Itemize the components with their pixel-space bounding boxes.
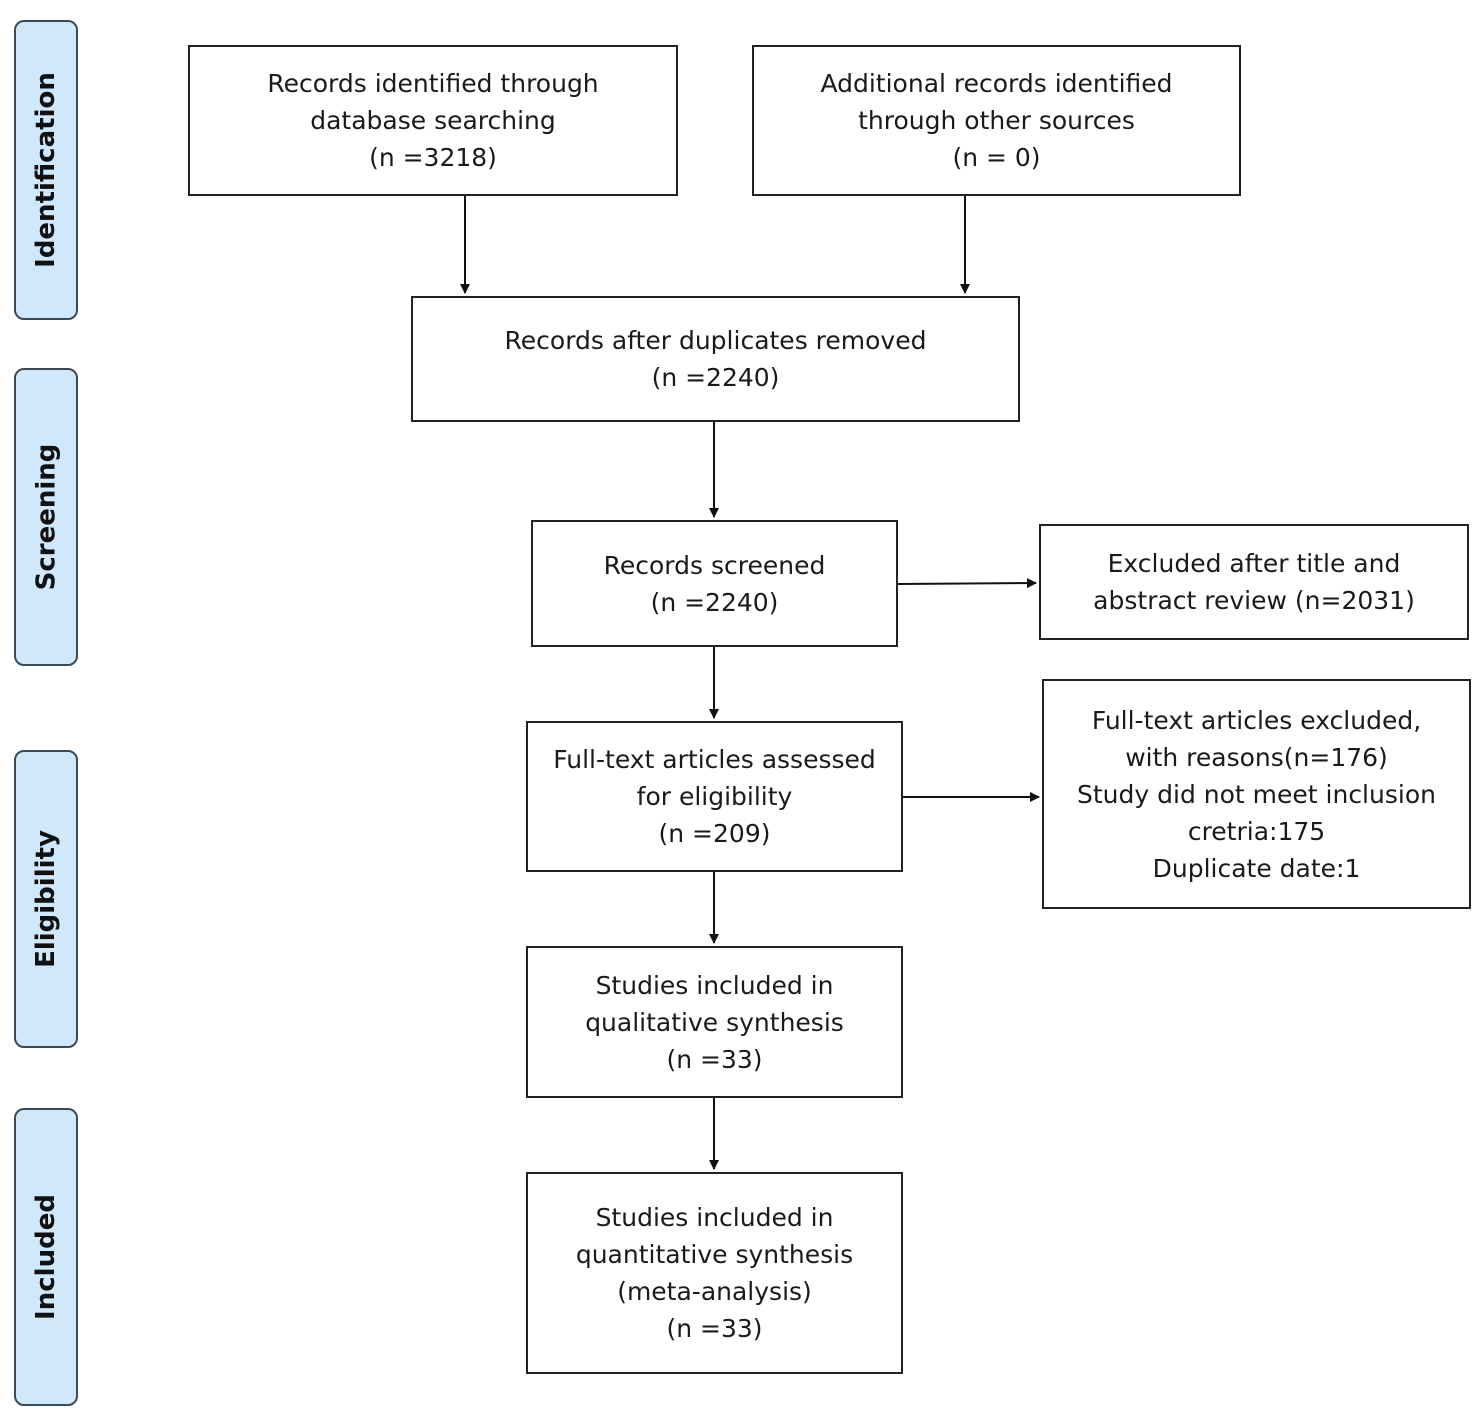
box-text: Studies included in	[595, 1203, 834, 1232]
box-count: (n =3218)	[369, 143, 497, 172]
excluded-title-abstract-box: Excluded after title and abstract review…	[1039, 524, 1469, 640]
box-count: (n =2240)	[650, 587, 779, 617]
other-sources-box: Additional records identified through ot…	[752, 45, 1241, 196]
box-count: (n = 0)	[952, 143, 1041, 172]
duplicates-removed-box: Records after duplicates removed (n =224…	[411, 296, 1020, 422]
phase-identification: Identification	[14, 20, 78, 320]
phase-eligibility: Eligibility	[14, 750, 78, 1048]
box-count: (n =33)	[666, 1314, 763, 1343]
box-text: Additional records identified	[820, 69, 1173, 98]
box-text: for eligibility	[636, 782, 793, 811]
box-count: (n =209)	[658, 819, 771, 848]
box-text: Study did not meet inclusion	[1077, 779, 1436, 809]
records-screened-box: Records screened (n =2240)	[531, 520, 898, 647]
phase-screening: Screening	[14, 368, 78, 666]
fulltext-assessed-box: Full-text articles assessed for eligibil…	[526, 721, 903, 872]
box-text: Full-text articles excluded,	[1091, 705, 1422, 735]
fulltext-excluded-box: Full-text articles excluded, with reason…	[1042, 679, 1471, 909]
box-text: abstract review (n=2031)	[1093, 586, 1415, 615]
box-text: with reasons(n=176)	[1125, 742, 1388, 772]
box-text: Full-text articles assessed	[553, 745, 876, 774]
box-text: Duplicate date:1	[1152, 853, 1361, 883]
box-text: qualitative synthesis	[585, 1007, 844, 1037]
box-text: quantitative synthesis	[575, 1240, 854, 1269]
box-text: (meta-analysis)	[617, 1277, 812, 1306]
arrow-screened-to-excluded	[897, 578, 1037, 589]
box-text: Studies included in	[595, 970, 834, 1000]
box-text: through other sources	[858, 106, 1135, 135]
box-count: (n =2240)	[651, 363, 780, 392]
box-text: Records screened	[603, 550, 826, 580]
quantitative-synthesis-box: Studies included in quantitative synthes…	[526, 1172, 903, 1374]
database-records-box: Records identified through database sear…	[188, 45, 678, 196]
box-text: Records after duplicates removed	[504, 326, 927, 355]
box-text: Excluded after title and	[1107, 549, 1401, 578]
box-count: (n =33)	[666, 1044, 763, 1074]
box-text: database searching	[310, 106, 556, 135]
box-text: Records identified through	[267, 69, 599, 98]
phase-included: Included	[14, 1108, 78, 1406]
box-text: cretria:175	[1187, 816, 1326, 846]
qualitative-synthesis-box: Studies included in qualitative synthesi…	[526, 946, 903, 1098]
